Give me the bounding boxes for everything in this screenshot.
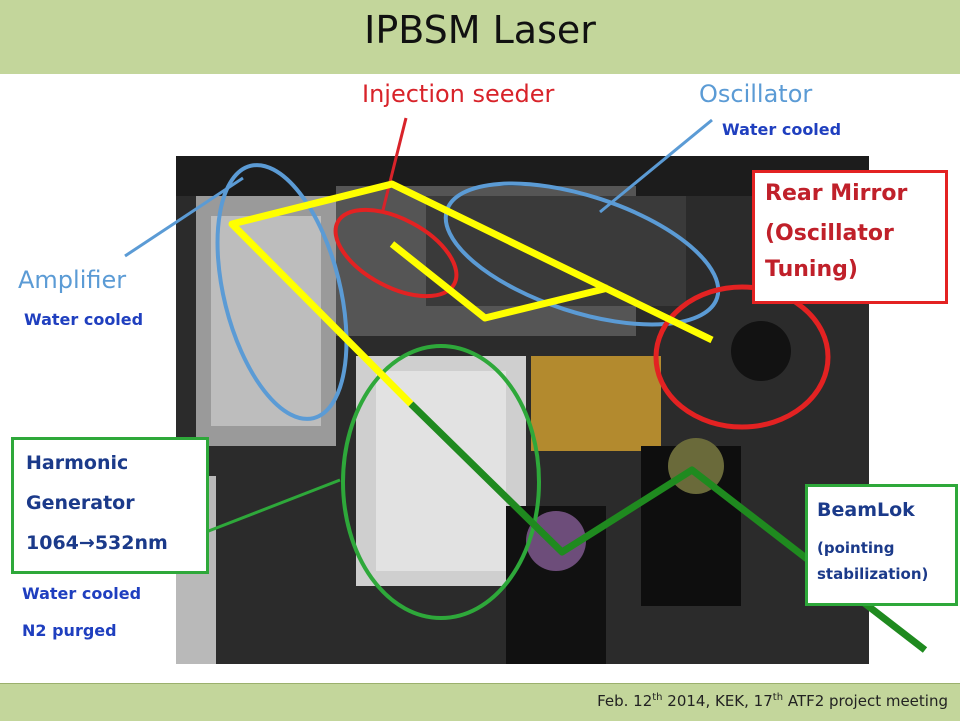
oscillator-marker: [443, 181, 721, 327]
beamlok-line1: (pointing: [817, 539, 895, 557]
ir-beam-branch: [389, 241, 609, 322]
harmonic-line2: Generator: [26, 492, 135, 514]
footer-event: 2014, KEK, 17: [662, 692, 773, 710]
rear-mirror-marker: [653, 284, 831, 430]
harmonic-line1: Harmonic: [26, 452, 129, 474]
harmonic-line3: 1064→532nm: [26, 532, 168, 554]
harmonic-note-n2: N2 purged: [22, 621, 117, 640]
oscillator-pointer: [599, 118, 713, 214]
harmonic-pointer: [205, 478, 341, 534]
ir-beam-path: [228, 180, 714, 407]
beamlok-box: BeamLok (pointing stabilization): [805, 484, 958, 606]
harmonic-wavelength-out: 532nm: [94, 532, 168, 554]
harmonic-note-water: Water cooled: [22, 584, 142, 603]
footer-sup2: th: [772, 692, 784, 703]
arrow-right-icon: →: [78, 532, 95, 554]
rear-mirror-line1: Rear Mirror: [765, 181, 908, 206]
footer-date: Feb. 12: [597, 692, 653, 710]
oscillator-note: Water cooled: [722, 120, 842, 139]
rear-mirror-box: Rear Mirror (Oscillator Tuning): [752, 170, 948, 304]
slide-title: IPBSM Laser: [364, 8, 596, 52]
oscillator-label: Oscillator: [699, 80, 813, 108]
amplifier-label: Amplifier: [18, 266, 127, 294]
title-bar: [0, 0, 960, 74]
rear-mirror-line3: Tuning): [765, 257, 858, 282]
footer-sup1: th: [652, 692, 663, 703]
amplifier-marker: [215, 163, 349, 421]
harmonic-marker: [341, 344, 541, 620]
footer-meeting: ATF2 project meeting: [783, 692, 948, 710]
amplifier-note: Water cooled: [24, 310, 144, 329]
beamlok-title: BeamLok: [817, 499, 915, 521]
rear-mirror-line2: (Oscillator: [765, 221, 894, 246]
harmonic-generator-box: Harmonic Generator 1064→532nm: [11, 437, 209, 574]
amplifier-pointer: [124, 176, 244, 258]
injection-seeder-pointer: [381, 117, 408, 211]
injection-seeder-label: Injection seeder: [362, 80, 555, 108]
harmonic-wavelength-in: 1064: [26, 532, 79, 554]
footer-bar: [0, 683, 960, 721]
footer-text: Feb. 12th 2014, KEK, 17th ATF2 project m…: [597, 692, 948, 710]
beamlok-line2: stabilization): [817, 565, 929, 583]
injection-seeder-marker: [333, 207, 459, 299]
